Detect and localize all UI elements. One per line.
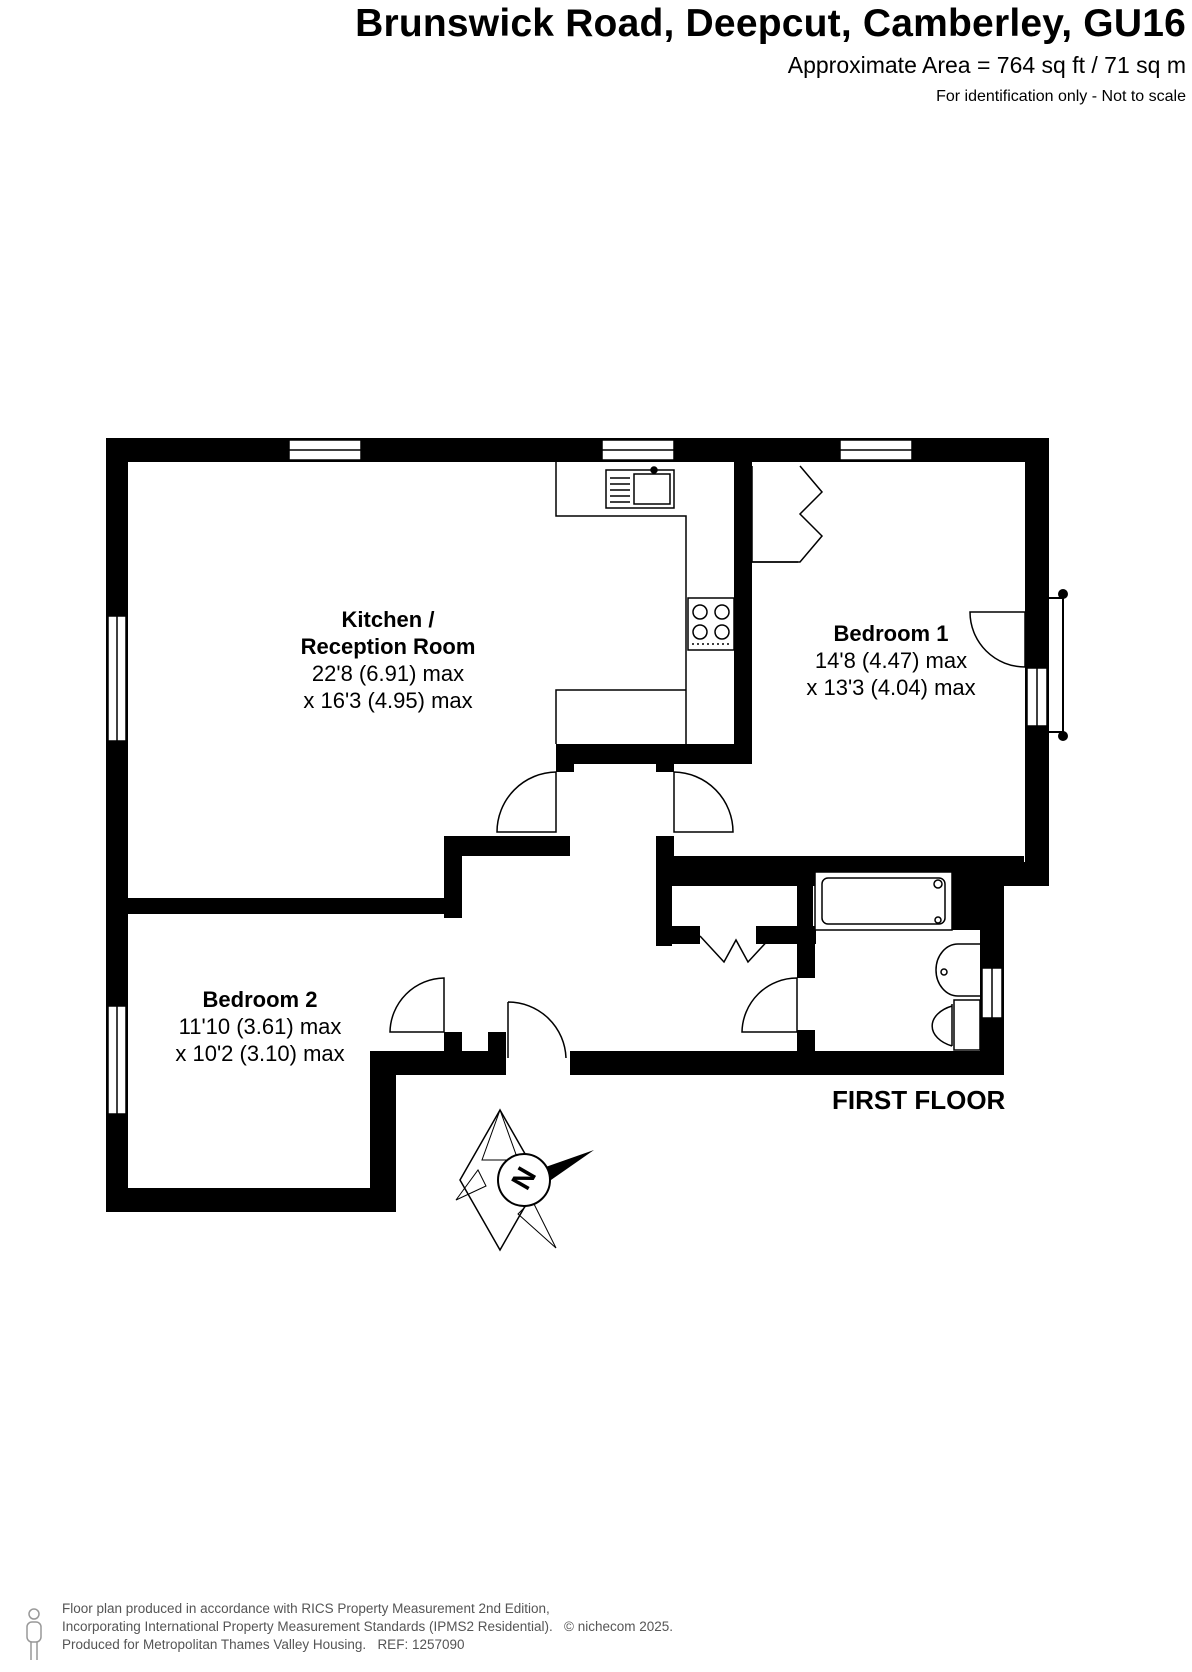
footer-line-text: Produced for Metropolitan Thames Valley … [62, 1637, 367, 1652]
compass [455, 1108, 594, 1252]
floor-label: FIRST FLOOR [832, 1085, 1006, 1115]
room-dimension: x 10'2 (3.10) max [175, 1041, 345, 1066]
plan-title: Brunswick Road, Deepcut, Camberley, GU16 [355, 2, 1186, 45]
footer-line-text: Incorporating International Property Mea… [62, 1619, 553, 1634]
footer-line: Incorporating International Property Mea… [62, 1618, 673, 1636]
room-name: Bedroom 2 [202, 987, 318, 1012]
footer-copyright: © nichecom 2025. [564, 1619, 674, 1634]
windows [107, 439, 1048, 1115]
room-name: Bedroom 1 [833, 621, 949, 646]
balcony-rail [1049, 589, 1068, 741]
room-name-continued: Reception Room [300, 634, 476, 659]
footer-line: Produced for Metropolitan Thames Valley … [62, 1636, 673, 1654]
room-label-bedroom-2: Bedroom 2 11'10 (3.61) max x 10'2 (3.10)… [150, 986, 370, 1067]
footer: Floor plan produced in accordance with R… [62, 1600, 673, 1654]
room-dimension: x 13'3 (4.04) max [806, 675, 976, 700]
room-dimension: 22'8 (6.91) max [311, 661, 465, 686]
room-dimension: 14'8 (4.47) max [814, 648, 968, 673]
identification-note: For identification only - Not to scale [936, 88, 1186, 105]
room-dimension: 11'10 (3.61) max [178, 1014, 342, 1039]
approximate-area: Approximate Area = 764 sq ft / 71 sq m [787, 52, 1186, 78]
room-label-kitchen: Kitchen / Reception Room 22'8 (6.91) max… [270, 606, 506, 714]
kitchen-units [555, 462, 735, 744]
room-label-bedroom-1: Bedroom 1 14'8 (4.47) max x 13'3 (4.04) … [778, 620, 1004, 701]
doors [389, 465, 1026, 1059]
bathroom-fixtures [814, 871, 981, 1051]
room-dimension: x 16'3 (4.95) max [303, 688, 473, 713]
room-name: Kitchen / [341, 607, 435, 632]
footer-ref: REF: 1257090 [377, 1637, 465, 1652]
person-scale-icon [26, 1608, 42, 1660]
footer-line: Floor plan produced in accordance with R… [62, 1601, 550, 1616]
